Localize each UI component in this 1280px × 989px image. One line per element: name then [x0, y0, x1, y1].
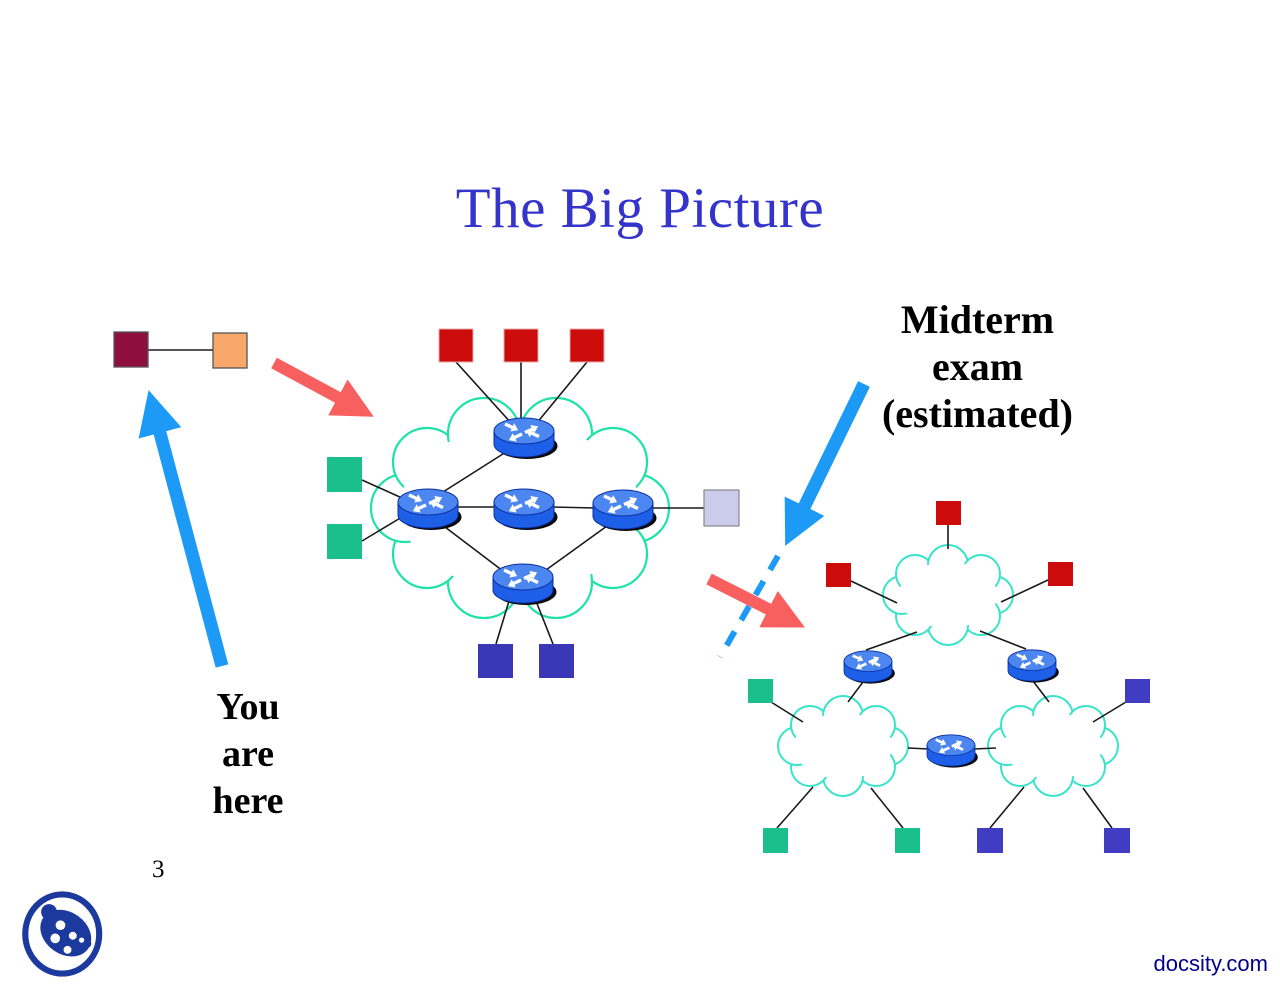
right-top-cloud-icon	[882, 544, 1014, 646]
host-square-red	[1048, 562, 1073, 586]
page-number: 3	[152, 856, 165, 883]
you-are-here-line-3: here	[212, 780, 284, 822]
midterm-line-2: exam	[931, 344, 1024, 389]
host-square-blue	[539, 644, 574, 678]
blue-down-arrow-midterm	[784, 381, 870, 546]
watermark-link[interactable]: docsity.com	[1153, 951, 1268, 976]
red-arrow-to-central-cloud	[271, 357, 374, 417]
host-square-green	[748, 679, 773, 703]
host-square-red	[503, 328, 539, 363]
host-square-blue	[1104, 828, 1130, 853]
right-right-cloud-icon	[987, 695, 1119, 797]
link-lines	[148, 349, 1127, 829]
page-title: The Big Picture	[455, 177, 825, 240]
host-square-lavender	[703, 489, 740, 527]
host-square-blue	[478, 644, 513, 678]
midterm-exam-label: Midterm exam (estimated)	[845, 296, 1110, 437]
you-are-here-line-2: are	[221, 733, 275, 775]
host-square-red	[438, 328, 474, 363]
host-square-orange	[212, 332, 248, 369]
host-square-red	[826, 563, 851, 587]
host-square-red	[936, 501, 961, 525]
router-icon	[398, 489, 462, 530]
router-icon	[1008, 650, 1059, 683]
docsity-logo	[22, 891, 103, 977]
host-square-red	[569, 328, 605, 363]
host-square-green	[327, 457, 362, 492]
host-square-green	[895, 828, 920, 853]
host-squares	[113, 328, 1150, 853]
router-icon	[493, 564, 557, 605]
host-square-green	[763, 828, 788, 853]
host-square-green	[327, 524, 362, 559]
router-icon	[593, 490, 657, 531]
midterm-line-3: (estimated)	[881, 391, 1074, 436]
you-are-here-label: You are here	[168, 684, 328, 825]
router-icon	[927, 735, 978, 768]
host-square-blue	[1125, 679, 1150, 703]
red-arrow-to-right-network	[706, 573, 805, 628]
annotation-arrows	[138, 357, 870, 668]
you-are-here-line-1: You	[216, 686, 280, 728]
host-square-blue	[977, 828, 1003, 853]
right-left-cloud-icon	[777, 695, 909, 797]
router-icon	[494, 418, 558, 459]
blue-dashed-divider	[717, 554, 781, 659]
blue-up-arrow	[138, 390, 229, 668]
host-square-maroon	[113, 331, 149, 368]
router-icon	[494, 489, 558, 530]
router-icon	[844, 651, 895, 684]
midterm-line-1: Midterm	[900, 297, 1055, 342]
